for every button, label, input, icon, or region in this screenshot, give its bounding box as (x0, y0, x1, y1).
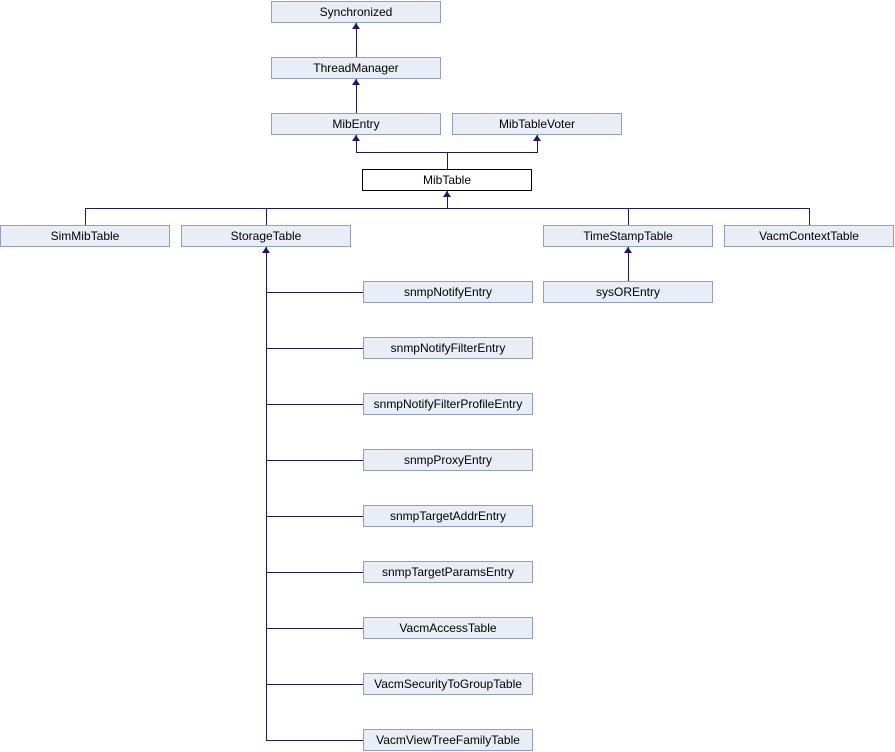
arrow-up-icon (352, 79, 360, 85)
edge-segment (266, 348, 363, 349)
node-simmibtable[interactable]: SimMibTable (0, 225, 170, 247)
edge-segment (266, 208, 267, 225)
edge-segment (356, 23, 357, 57)
node-mibentry[interactable]: MibEntry (271, 113, 441, 135)
edge-segment (356, 135, 357, 152)
node-timestamptable[interactable]: TimeStampTable (543, 225, 713, 247)
node-storagetable[interactable]: StorageTable (181, 225, 351, 247)
edge-segment (447, 152, 448, 169)
edge-segment (266, 740, 363, 741)
edge-segment (266, 247, 267, 741)
node-mibtable-focus: MibTable (362, 169, 532, 191)
node-snmpproxyentry[interactable]: snmpProxyEntry (363, 449, 533, 471)
edge-segment (266, 404, 363, 405)
edge-segment (266, 628, 363, 629)
node-vacmaccesstable[interactable]: VacmAccessTable (363, 617, 533, 639)
node-snmpnotifyentry[interactable]: snmpNotifyEntry (363, 281, 533, 303)
edge-segment (266, 460, 363, 461)
edge-segment (266, 292, 363, 293)
node-snmpnotifyfilterentry[interactable]: snmpNotifyFilterEntry (363, 337, 533, 359)
edge-segment (266, 516, 363, 517)
node-snmptargetaddrentry[interactable]: snmpTargetAddrEntry (363, 505, 533, 527)
edge-segment (628, 208, 629, 225)
node-mibtablevoter[interactable]: MibTableVoter (452, 113, 622, 135)
edge-segment (809, 208, 810, 225)
node-snmpnotifyfilterprofileentry[interactable]: snmpNotifyFilterProfileEntry (363, 393, 533, 415)
node-vacmsecuritytogrouptable[interactable]: VacmSecurityToGroupTable (363, 673, 533, 695)
edge-segment (537, 135, 538, 152)
edge-segment (628, 247, 629, 281)
edge-segment (356, 79, 357, 113)
node-threadmanager[interactable]: ThreadManager (271, 57, 441, 79)
arrow-up-icon (352, 135, 360, 141)
edge-segment (266, 572, 363, 573)
node-vacmviewtreefamilytable[interactable]: VacmViewTreeFamilyTable (363, 729, 533, 751)
arrow-up-icon (352, 23, 360, 29)
node-snmptargetparamsentry[interactable]: snmpTargetParamsEntry (363, 561, 533, 583)
edge-segment (266, 684, 363, 685)
node-synchronized[interactable]: Synchronized (271, 1, 441, 23)
edge-segment (85, 208, 86, 225)
arrow-up-icon (533, 135, 541, 141)
edge-segment (447, 191, 448, 208)
node-sysorentry[interactable]: sysOREntry (543, 281, 713, 303)
node-vacmcontexttable[interactable]: VacmContextTable (724, 225, 894, 247)
edge-segment (85, 208, 810, 209)
